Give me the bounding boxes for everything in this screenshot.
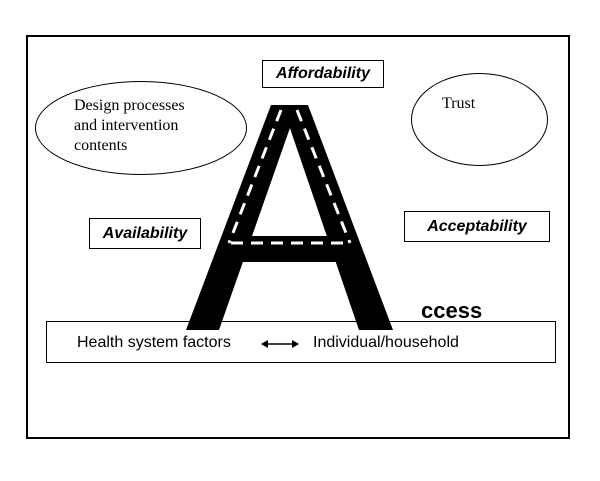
design-processes-ellipse: Design processes and intervention conten… [35, 81, 247, 175]
design-line-3: contents [74, 136, 246, 156]
individual-household-text: Individual/household [313, 334, 459, 352]
design-line-1: Design processes [74, 96, 246, 116]
acceptability-text: Acceptability [427, 219, 527, 235]
road-crossbar [218, 236, 362, 262]
health-system-factors-text: Health system factors [77, 334, 231, 352]
access-suffix-text: ccess [421, 300, 482, 322]
availability-text: Availability [103, 226, 187, 242]
road-right-leg [282, 105, 393, 330]
trust-ellipse: Trust [411, 73, 548, 166]
double-arrow-icon [261, 339, 299, 349]
affordability-text: Affordability [276, 66, 370, 82]
trust-text: Trust [442, 95, 475, 112]
design-line-2: and intervention [74, 116, 246, 136]
acceptability-label: Acceptability [404, 211, 550, 242]
affordability-label: Affordability [262, 60, 384, 88]
factors-bar: Health system factors Individual/househo… [46, 321, 556, 363]
availability-label: Availability [89, 218, 201, 249]
